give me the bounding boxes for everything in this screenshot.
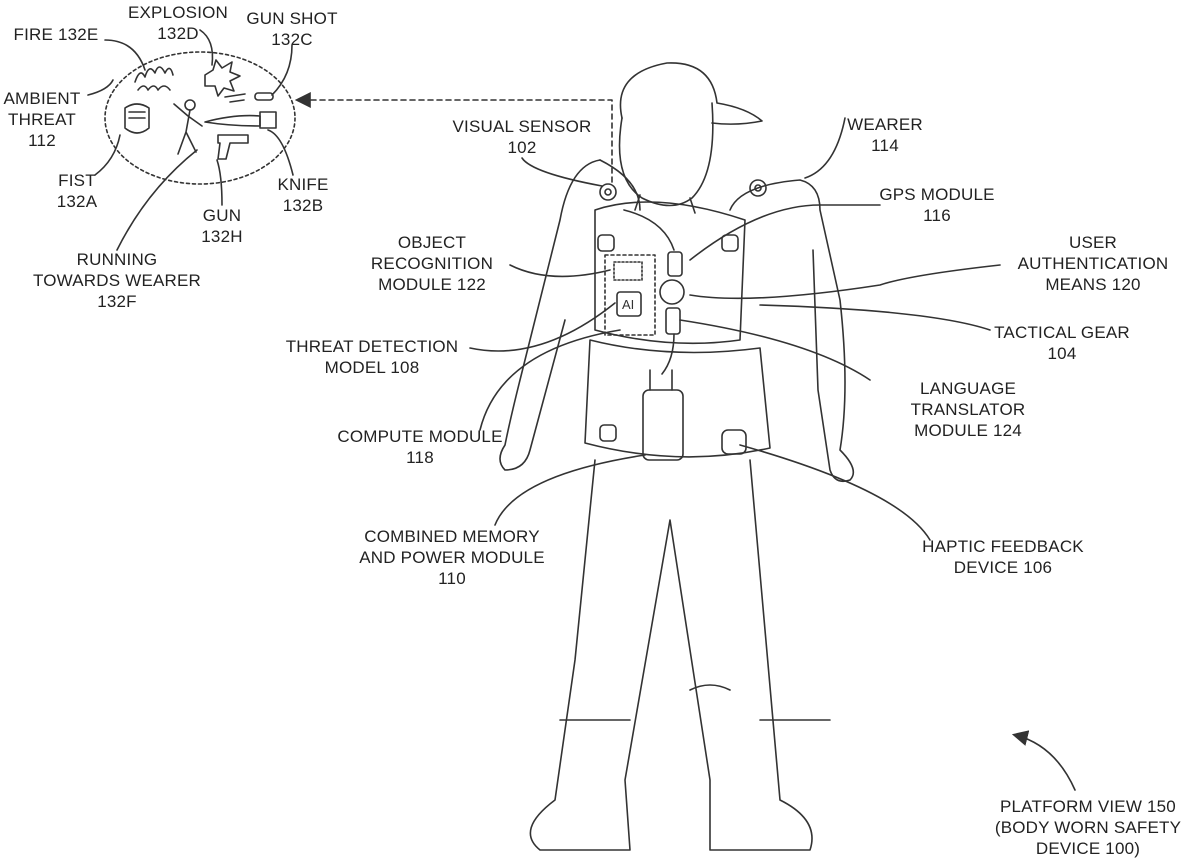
- ai-chip-text: AI: [622, 297, 634, 312]
- ai-chip-icon: [616, 291, 642, 317]
- leader-lines: [87, 29, 1076, 791]
- gps-module-icon: [667, 251, 683, 277]
- fire-icon: [134, 66, 174, 91]
- object-recognition-module-box: [604, 254, 656, 336]
- visual-sensor-right-icon: [749, 179, 767, 197]
- user-authentication-icon: [659, 279, 685, 305]
- label-fire: FIRE 132E: [13, 25, 99, 44]
- ambient-threat-ellipse: [104, 51, 296, 185]
- compute-module-icon: [642, 389, 684, 461]
- language-translator-icon: [665, 307, 681, 335]
- visual-sensor-icon: [599, 183, 617, 201]
- bullet-icon: [224, 92, 274, 103]
- wearer-figure: [499, 62, 855, 851]
- haptic-device-icon: [721, 429, 747, 455]
- knife-icon: [204, 111, 277, 129]
- fist-icon: [124, 103, 150, 134]
- gun-icon: [217, 134, 249, 160]
- running-person-icon: [173, 99, 203, 155]
- sensor-to-threat-arrow: [294, 92, 613, 183]
- explosion-icon: [204, 59, 241, 97]
